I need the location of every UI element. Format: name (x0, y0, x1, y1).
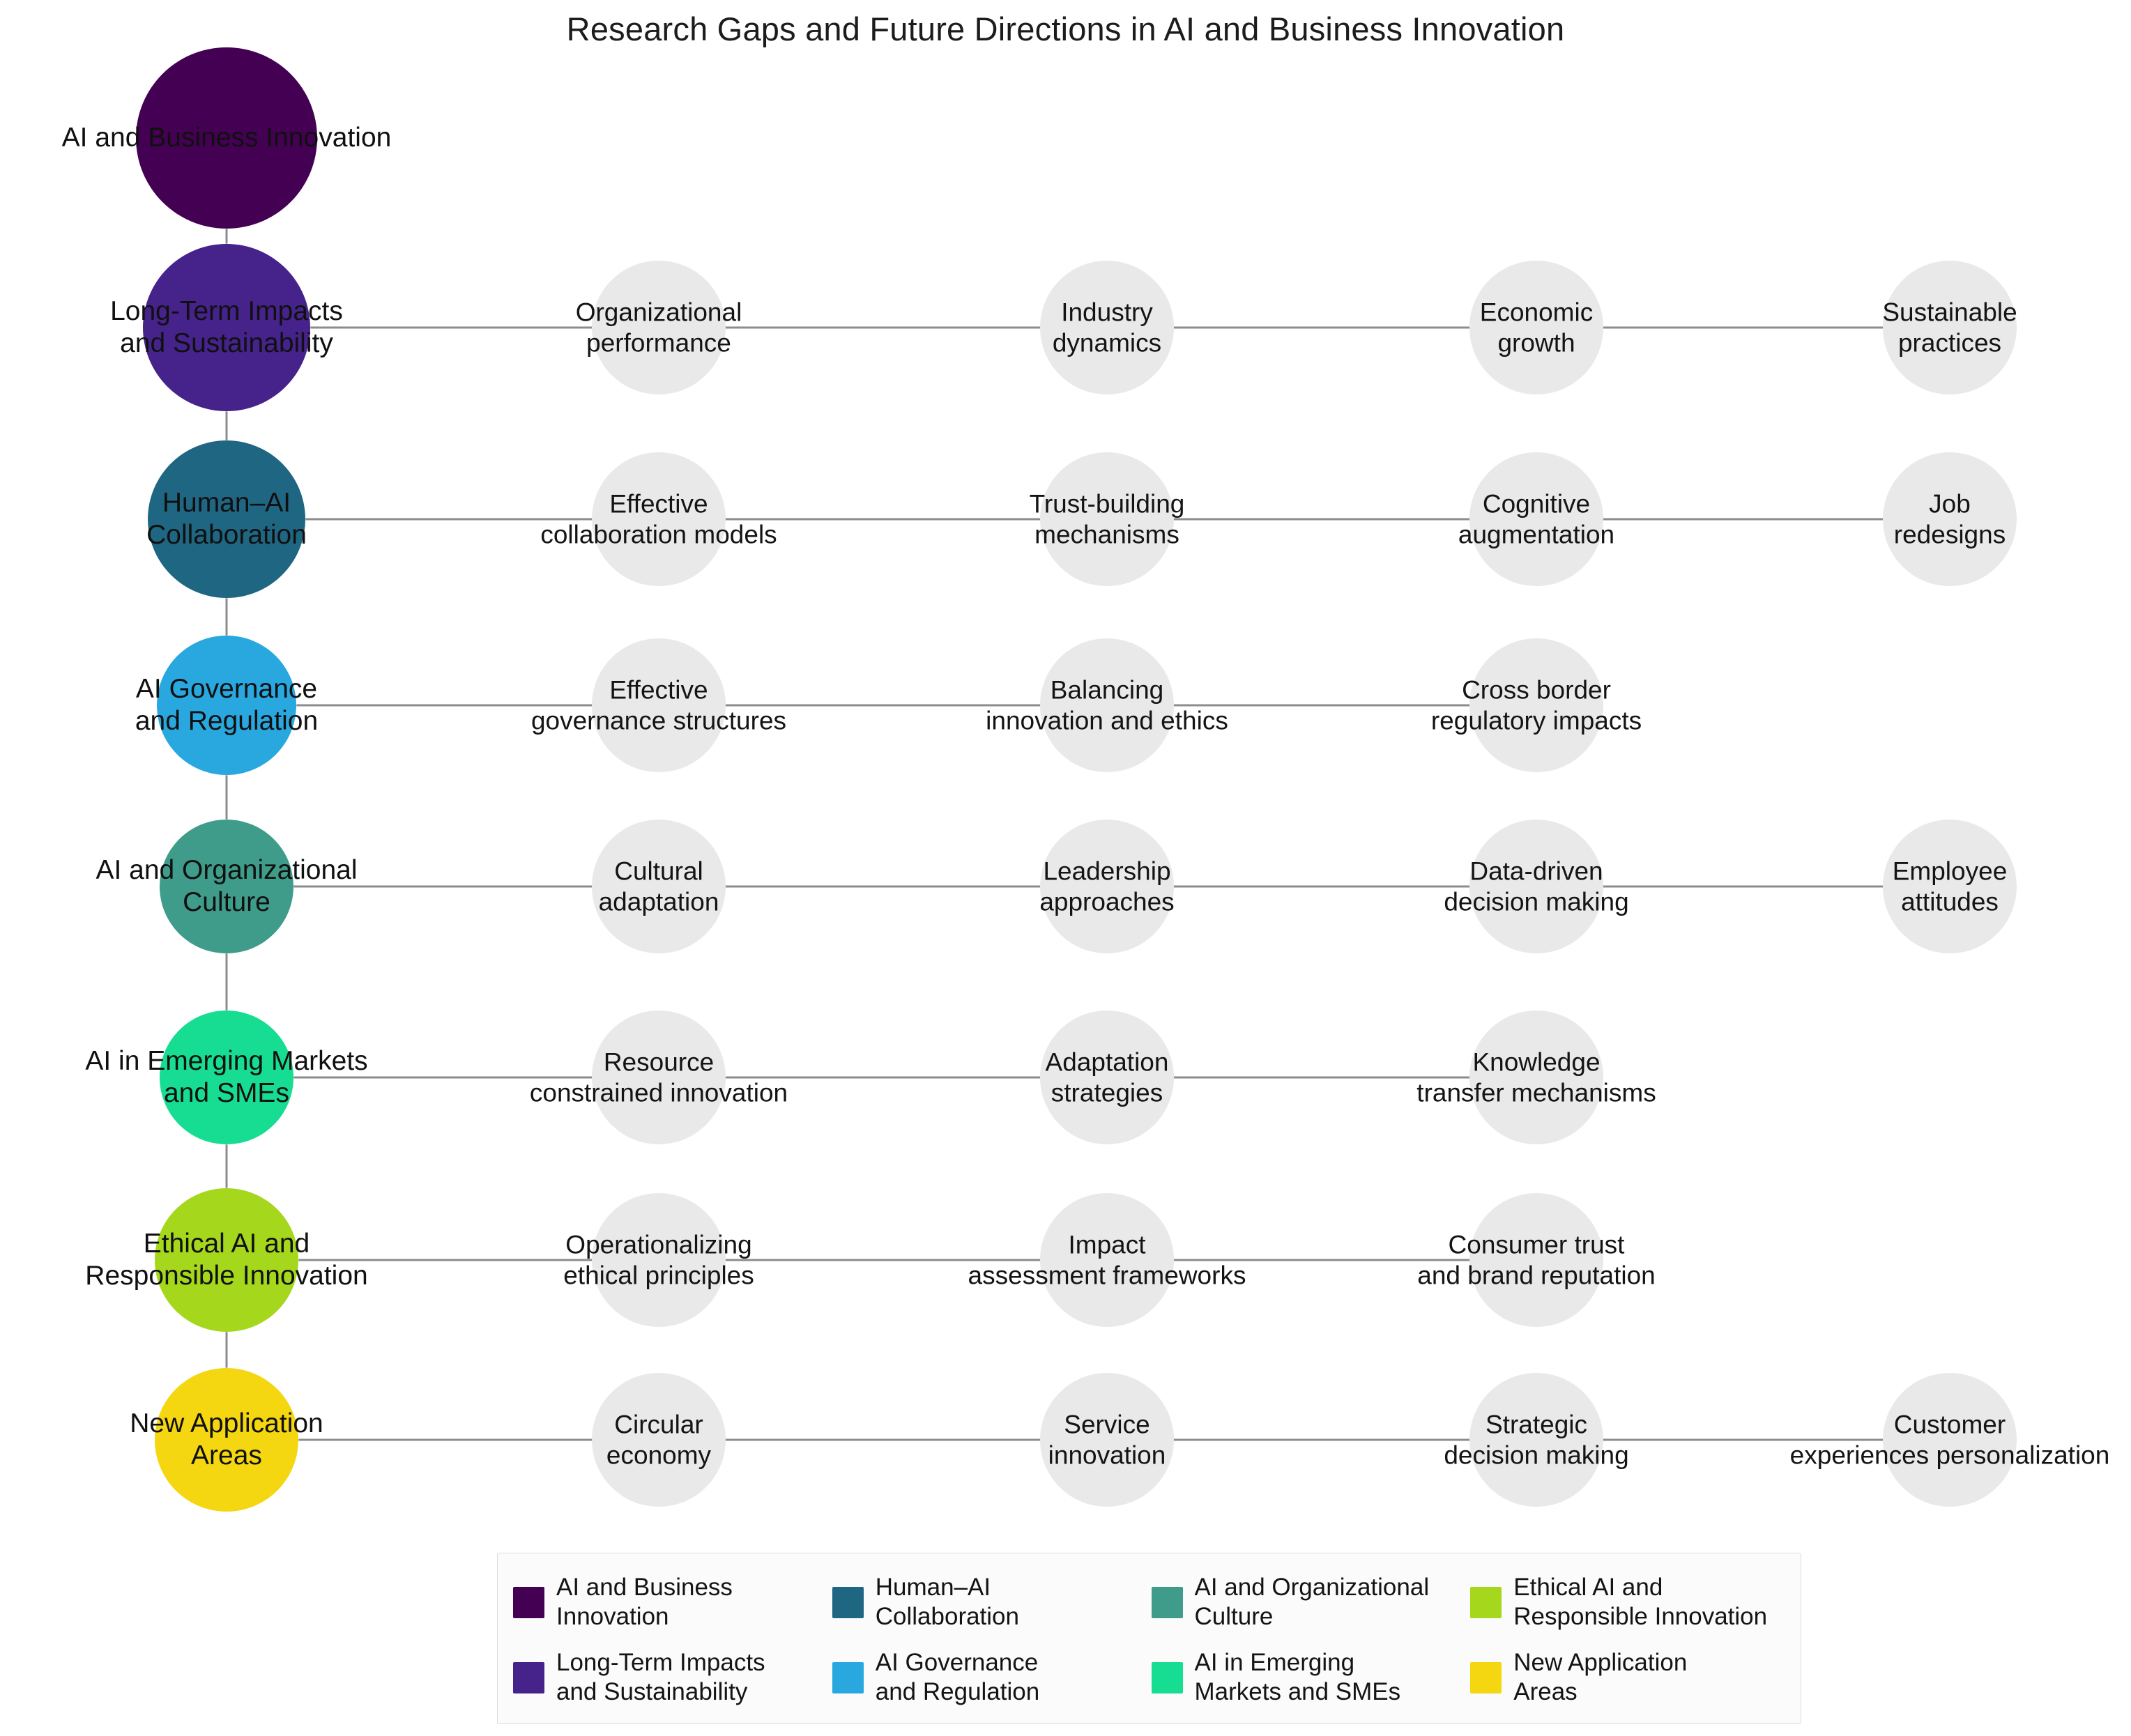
legend-item-label: AI and Organizational Culture (1194, 1574, 1430, 1630)
theme-node-new-application-areas[interactable] (155, 1368, 298, 1512)
legend-color-swatch (1470, 1661, 1502, 1693)
legend-item-label: New Application Areas (1513, 1649, 1688, 1705)
gap-node[interactable] (592, 1193, 726, 1327)
gap-node[interactable] (1883, 261, 2017, 394)
gap-node[interactable] (592, 1373, 726, 1507)
legend-item[interactable]: AI and Business Innovation (513, 1565, 832, 1640)
theme-node-ai-governance-and-regulation[interactable] (157, 636, 296, 775)
gap-node[interactable] (1469, 1373, 1603, 1507)
theme-node-ai-and-business-innovation[interactable] (136, 47, 317, 229)
gap-node[interactable] (1883, 820, 2017, 953)
theme-node-ai-in-emerging-markets-and-smes[interactable] (160, 1011, 293, 1144)
gap-node[interactable] (1040, 261, 1174, 394)
legend-item-label: AI and Business Innovation (556, 1574, 733, 1630)
gap-node[interactable] (1040, 1373, 1174, 1507)
legend-item[interactable]: AI Governance and Regulation (832, 1640, 1152, 1715)
gap-node[interactable] (592, 820, 726, 953)
theme-node-long-term-impacts-and-sustainability[interactable] (143, 244, 310, 411)
legend-item-label: AI Governance and Regulation (875, 1649, 1040, 1705)
gap-node[interactable] (1469, 452, 1603, 586)
legend-item-label: AI in Emerging Markets and SMEs (1194, 1649, 1401, 1705)
theme-node-ethical-ai-and-responsible-innovation[interactable] (155, 1188, 298, 1332)
gap-node[interactable] (1469, 638, 1603, 772)
theme-node-ai-and-organizational-culture[interactable] (160, 820, 293, 953)
legend-item[interactable]: Ethical AI and Responsible Innovation (1470, 1565, 1789, 1640)
legend-item[interactable]: New Application Areas (1470, 1640, 1789, 1715)
gap-node[interactable] (1883, 452, 2017, 586)
gap-node[interactable] (1040, 638, 1174, 772)
gap-node[interactable] (1469, 261, 1603, 394)
theme-node-human-ai-collaboration[interactable] (148, 440, 305, 598)
legend-item[interactable]: Human–AI Collaboration (832, 1565, 1152, 1640)
legend-color-swatch (1151, 1586, 1183, 1618)
legend-color-swatch (832, 1586, 864, 1618)
legend-panel: AI and Business Innovation Human–AI Colla… (497, 1553, 1801, 1724)
gap-node[interactable] (1469, 1193, 1603, 1327)
gap-node[interactable] (1469, 1011, 1603, 1144)
gap-node[interactable] (592, 1011, 726, 1144)
page-title: Research Gaps and Future Directions in A… (566, 10, 1565, 47)
gap-node[interactable] (1040, 452, 1174, 586)
gap-node[interactable] (592, 452, 726, 586)
gap-node[interactable] (592, 261, 726, 394)
legend-color-swatch (832, 1661, 864, 1693)
gap-node[interactable] (1040, 1193, 1174, 1327)
legend-grid: AI and Business Innovation Human–AI Colla… (513, 1565, 1789, 1715)
legend-color-swatch (1470, 1586, 1502, 1618)
legend-item-label: Human–AI Collaboration (875, 1574, 1019, 1630)
gap-node[interactable] (1040, 820, 1174, 953)
gap-node[interactable] (1040, 1011, 1174, 1144)
legend-color-swatch (1151, 1661, 1183, 1693)
gap-node[interactable] (1883, 1373, 2017, 1507)
legend-item-label: Ethical AI and Responsible Innovation (1513, 1574, 1768, 1630)
legend-item[interactable]: AI and Organizational Culture (1151, 1565, 1471, 1640)
legend-item[interactable]: AI in Emerging Markets and SMEs (1151, 1640, 1471, 1715)
legend-color-swatch (513, 1661, 544, 1693)
gap-node[interactable] (592, 638, 726, 772)
legend-color-swatch (513, 1586, 544, 1618)
legend-item-label: Long-Term Impacts and Sustainability (556, 1649, 765, 1705)
legend-item[interactable]: Long-Term Impacts and Sustainability (513, 1640, 832, 1715)
gap-node[interactable] (1469, 820, 1603, 953)
